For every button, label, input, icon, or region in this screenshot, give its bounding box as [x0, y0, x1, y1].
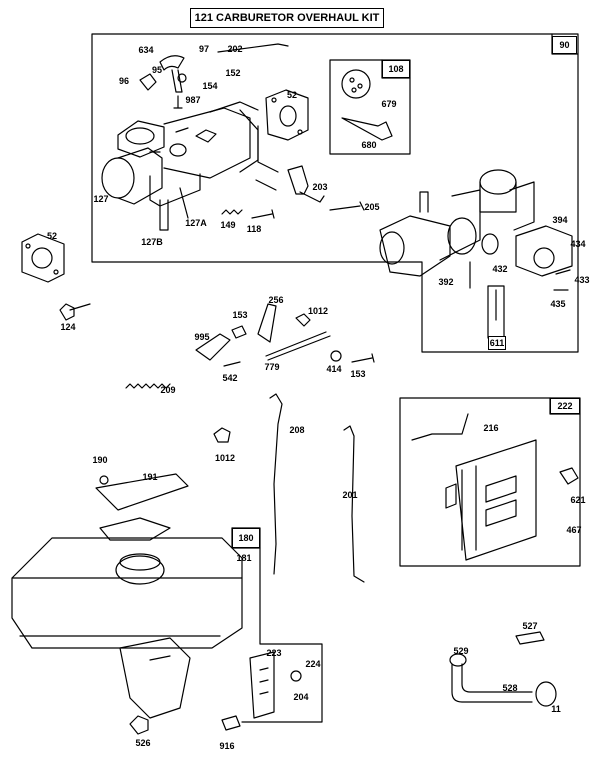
diagram-title: 121 CARBURETOR OVERHAUL KIT	[190, 8, 384, 28]
part-label: 95	[151, 65, 163, 75]
diaphragm-parts	[341, 69, 393, 141]
part-label: 1012	[307, 306, 329, 316]
part-label: 528	[502, 683, 518, 693]
breather-hose	[449, 631, 557, 707]
lever-203	[287, 165, 325, 203]
fuel-tank	[11, 473, 243, 719]
part-label: 987	[185, 95, 201, 105]
part-label: 256	[268, 295, 284, 305]
carburetor-body-right	[379, 169, 573, 289]
clamp-916	[221, 715, 241, 731]
part-label: 190	[92, 455, 108, 465]
part-label: 154	[202, 81, 218, 91]
gasket-52-left	[21, 233, 65, 283]
diaphragm-group-outline	[329, 59, 411, 155]
part-label: 529	[453, 646, 469, 656]
part-label: 1012	[214, 453, 236, 463]
linkage-parts	[195, 303, 375, 367]
part-label: 127A	[185, 218, 207, 228]
part-label: 97	[198, 44, 210, 54]
part-label: 52	[46, 231, 58, 241]
part-label: 916	[219, 741, 235, 751]
part-label: 223	[266, 648, 282, 658]
part-label: 118	[246, 224, 262, 234]
part-label: 96	[118, 76, 130, 86]
part-label: 204	[293, 692, 309, 702]
spring-209	[125, 383, 171, 389]
part-label: 434	[570, 239, 586, 249]
governor-parts	[411, 413, 579, 561]
part-label: 11	[551, 704, 561, 714]
part-label: 435	[550, 299, 566, 309]
bracket-223	[249, 651, 275, 719]
part-label: 526	[135, 738, 151, 748]
part-label: 779	[264, 362, 280, 372]
group-tag-90: 90	[552, 36, 577, 54]
part-label: 394	[552, 215, 568, 225]
group-tag-180: 180	[232, 528, 260, 548]
part-label: 203	[312, 182, 328, 192]
clip-1012	[213, 427, 231, 443]
group-tag-611: 611	[488, 336, 506, 350]
rod-201	[343, 425, 365, 583]
part-label: 995	[194, 332, 210, 342]
part-label: 542	[222, 373, 238, 383]
part-label: 205	[364, 202, 380, 212]
part-label: 680	[361, 140, 377, 150]
part-label: 153	[350, 369, 366, 379]
bolt-124	[59, 303, 91, 321]
part-label: 679	[381, 99, 397, 109]
bolt-526	[129, 715, 149, 735]
part-label: 202	[227, 44, 243, 54]
group-tag-108: 108	[382, 60, 410, 78]
part-label: 216	[483, 423, 499, 433]
part-label: 621	[570, 495, 586, 505]
part-label: 208	[289, 425, 305, 435]
part-label: 224	[305, 659, 321, 669]
carburetor-body-left	[101, 101, 279, 231]
part-label: 392	[438, 277, 454, 287]
part-label: 414	[326, 364, 342, 374]
part-label: 433	[574, 275, 590, 285]
part-label: 153	[232, 310, 248, 320]
part-label: 634	[138, 45, 154, 55]
part-label: 127	[93, 194, 109, 204]
governor-group-outline	[399, 397, 581, 567]
spring-149	[221, 209, 243, 215]
part-label: 152	[225, 68, 241, 78]
part-label: 149	[220, 220, 236, 230]
part-label: 432	[492, 264, 508, 274]
screw-118	[251, 209, 275, 219]
group-tag-222: 222	[550, 398, 580, 414]
part-label: 527	[522, 621, 538, 631]
part-label: 124	[60, 322, 76, 332]
part-label: 201	[342, 490, 358, 500]
part-label: 467	[566, 525, 582, 535]
screw-205	[329, 201, 365, 211]
part-label: 52	[286, 90, 298, 100]
throttle-shaft-parts	[139, 43, 289, 109]
rod-208	[269, 393, 283, 575]
part-label: 127B	[141, 237, 163, 247]
part-label: 209	[160, 385, 176, 395]
gasket-52-top	[265, 89, 309, 141]
part-label: 191	[142, 472, 158, 482]
carburetor-group-outline	[91, 33, 579, 353]
part-label: 181	[236, 553, 252, 563]
